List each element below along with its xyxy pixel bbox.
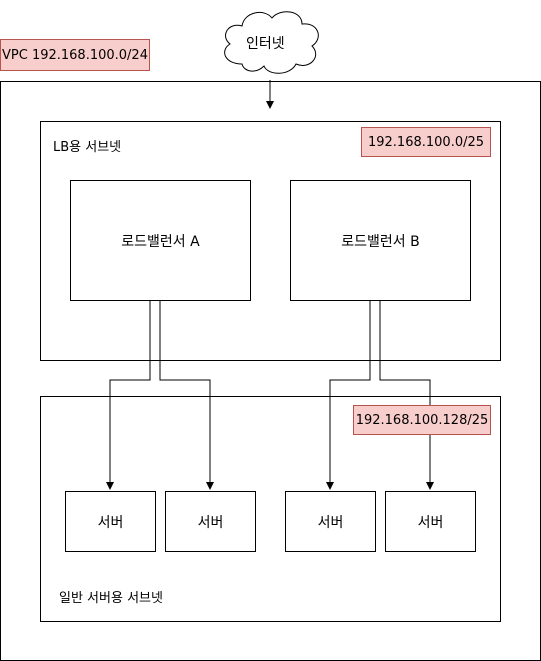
lb-b-to-server-3 [326,301,371,490]
server-2: 서버 [165,491,256,552]
server-1: 서버 [65,491,156,552]
lb-b-to-server-4 [379,301,434,490]
load-balancer-b: 로드밸런서 B [290,180,471,301]
lb-subnet-cidr-tag: 192.168.100.0/25 [361,127,491,157]
server-subnet-cidr-tag: 192.168.100.128/25 [353,405,491,435]
lb-a-to-server-2 [159,301,214,490]
server-4: 서버 [385,491,476,552]
vpc-cidr-tag: VPC 192.168.100.0/24 [0,39,150,71]
server-3: 서버 [285,491,376,552]
internet-cloud-icon [224,11,319,74]
load-balancer-a: 로드밸런서 A [70,180,251,301]
lb-a-to-server-1 [106,301,151,490]
lb-subnet-title: LB용 서브넷 [53,140,122,155]
server-subnet-title: 일반 서버용 서브넷 [59,591,163,606]
internet-label: 인터넷 [246,36,285,52]
